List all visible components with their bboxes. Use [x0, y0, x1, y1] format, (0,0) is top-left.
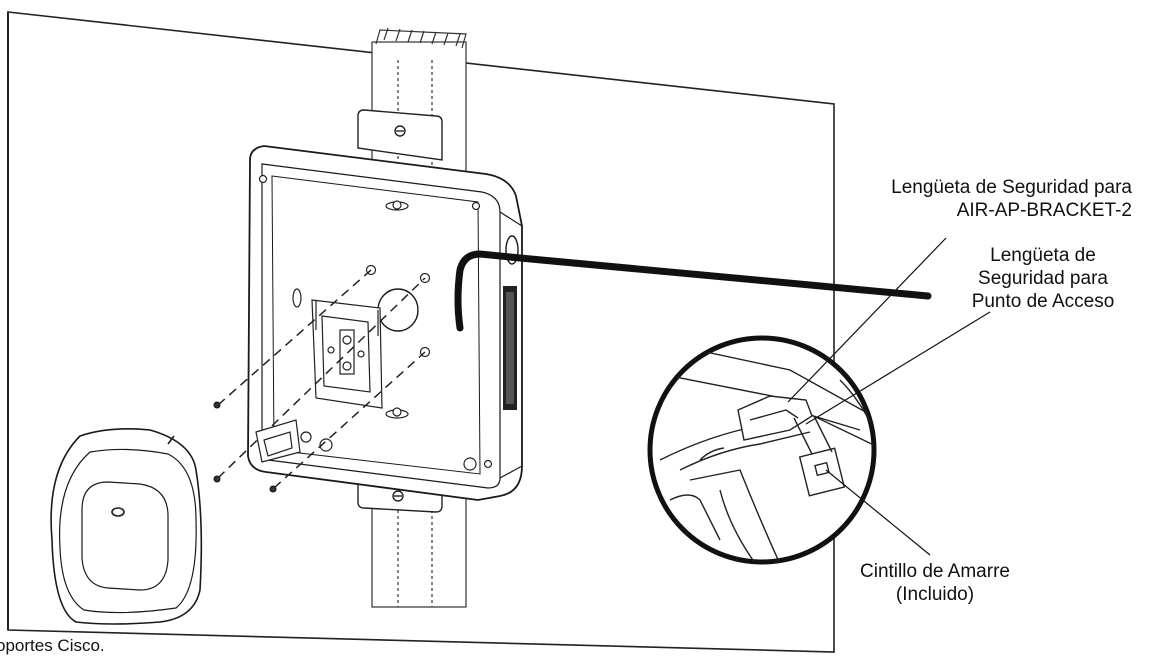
callout-bracket-tab: Lengüeta de Seguridad para AIR-AP-BRACKE… — [820, 176, 1132, 222]
alignment-lines — [217, 269, 426, 489]
wall-panel — [7, 11, 835, 653]
top-mount-tab — [357, 109, 443, 161]
callout-ap-tab-line3: Punto de Acceso — [971, 291, 1115, 312]
cable — [454, 250, 932, 332]
callout-ap-tab-line2: Seguridad para — [978, 268, 1108, 289]
callout-bracket-tab-line2: AIR-AP-BRACKET-2 — [956, 200, 1132, 221]
access-point-device — [50, 428, 203, 625]
keyhole-hangers — [292, 200, 409, 419]
callout-leaders — [787, 237, 991, 556]
magnified-detail — [647, 335, 877, 565]
callout-ap-tab-line1: Lengüeta de — [990, 245, 1096, 266]
cable-bracket — [255, 419, 301, 463]
enclosure-side-logo — [503, 286, 517, 410]
callout-zip-tie: Cintillo de Amarre (Incluido) — [840, 560, 1030, 606]
callout-zip-tie-line2: (Incluido) — [895, 584, 975, 605]
mounting-plate — [311, 299, 383, 409]
callout-ap-tab: Lengüeta de Seguridad para Punto de Acce… — [948, 244, 1138, 313]
caption-text: oportes Cisco. — [0, 636, 105, 655]
callout-zip-tie-line1: Cintillo de Amarre — [860, 561, 1010, 582]
callout-bracket-tab-line1: Lengüeta de Seguridad para — [891, 177, 1132, 198]
loose-screws — [213, 401, 277, 493]
